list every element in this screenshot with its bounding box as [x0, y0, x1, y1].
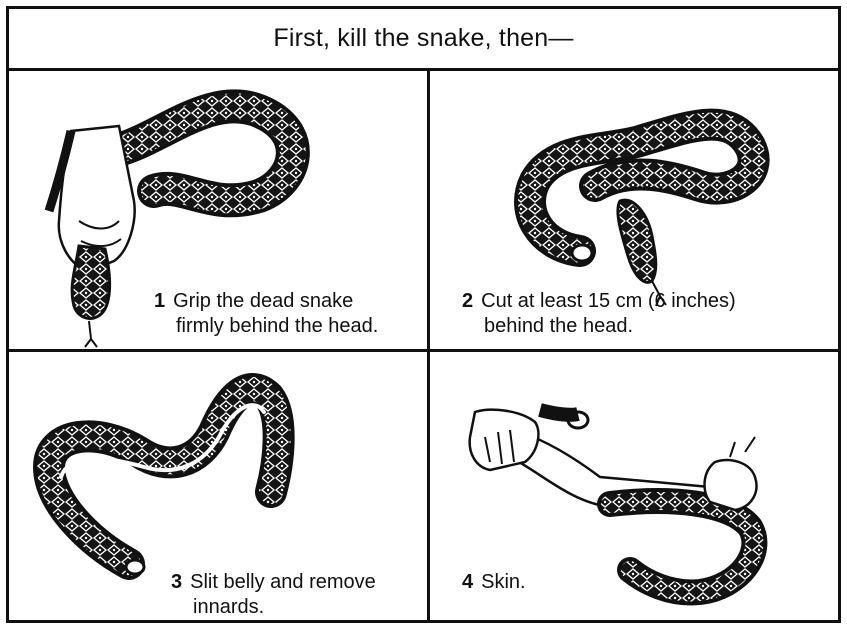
step-2-line-2: behind the head. [462, 314, 736, 339]
step-3-line-1: Slit belly and remove [190, 571, 376, 593]
step-2-number: 2 [462, 290, 473, 312]
step-1-line-2: firmly behind the head. [154, 314, 378, 339]
step-1-line-1: Grip the dead snake [173, 290, 353, 312]
step-2-caption: 2 Cut at least 15 cm (6 inches) behind th… [462, 289, 736, 339]
cut-end [126, 560, 144, 574]
step-4-caption: 4 Skin. [462, 570, 526, 595]
step-1-caption: 1 Grip the dead snake firmly behind the h… [154, 289, 378, 339]
step-2-line-1: Cut at least 15 cm (6 inches) [481, 290, 736, 312]
snake-head [72, 246, 110, 318]
step-3-panel: 3 Slit belly and remove innards. [9, 352, 427, 620]
cut-end [572, 245, 592, 261]
step-2-panel: 2 Cut at least 15 cm (6 inches) behind th… [430, 71, 838, 349]
step-3-line-2: innards. [171, 595, 376, 620]
step-4-number: 4 [462, 571, 473, 593]
step-3-number: 3 [171, 571, 182, 593]
step-1-panel: 1 Grip the dead snake firmly behind the h… [9, 71, 427, 349]
step-1-number: 1 [154, 290, 165, 312]
step-3-caption: 3 Slit belly and remove innards. [171, 570, 376, 620]
step-4-line-1: Skin. [481, 571, 525, 593]
page-title: First, kill the snake, then— [9, 9, 838, 71]
snake-head [618, 200, 656, 282]
left-hand-icon [470, 410, 539, 470]
step-4-panel: 4 Skin. [430, 352, 838, 620]
right-hand-icon [705, 460, 757, 510]
